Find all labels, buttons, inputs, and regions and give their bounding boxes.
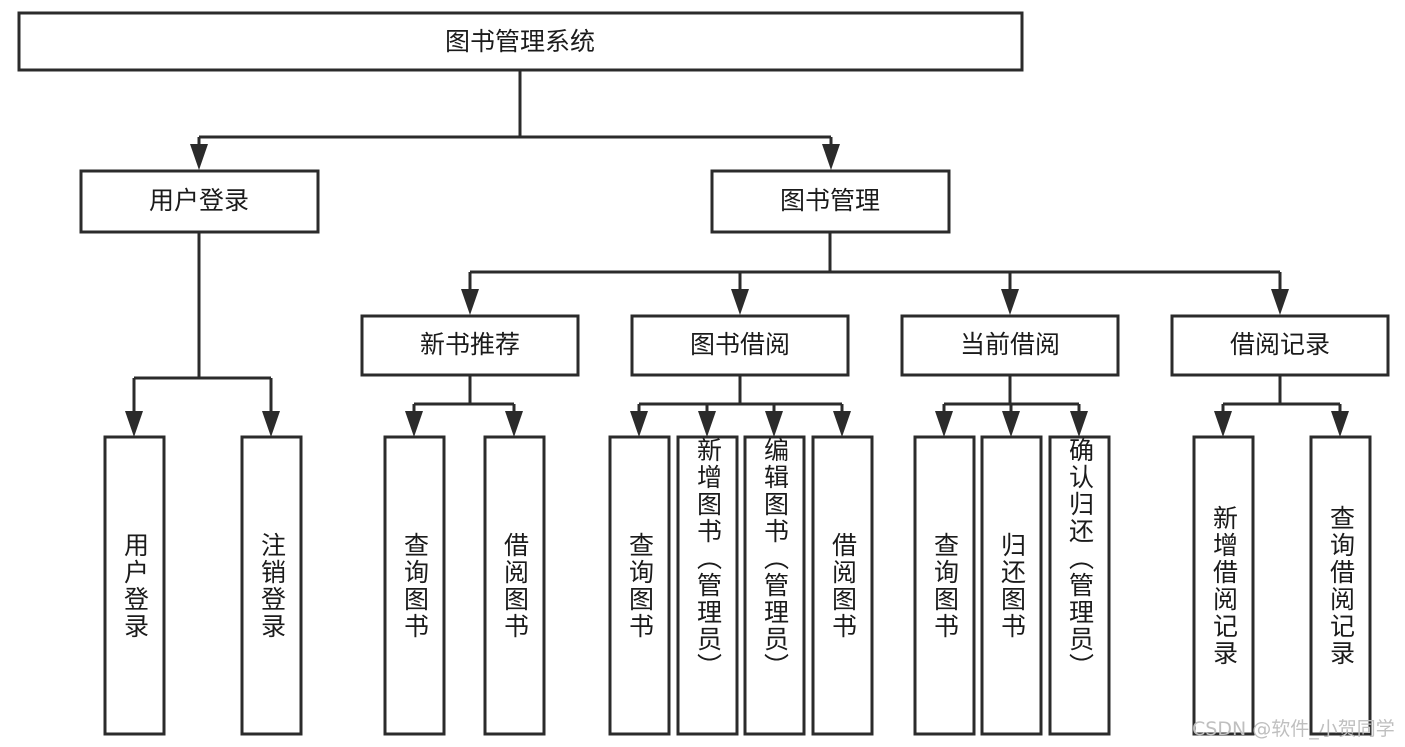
connector-root-to-level1	[190, 70, 840, 170]
new-book-recommend-label: 新书推荐	[420, 330, 520, 359]
root-label: 图书管理系统	[445, 27, 595, 56]
current-borrow-box	[900, 314, 1120, 377]
arrow-head-icon	[1001, 289, 1019, 315]
watermark-text: CSDN @软件_小贺同学	[1192, 718, 1395, 740]
leaf-box-query-record[interactable]	[1309, 435, 1372, 736]
arrow-head-icon	[1331, 411, 1349, 437]
leaf-box-user-login[interactable]	[103, 435, 166, 736]
leaf-box-add-record[interactable]	[1192, 435, 1255, 736]
arrow-head-icon	[822, 144, 840, 170]
connector-new-book-recommend-to-leaves	[405, 375, 523, 437]
user-login-label: 用户登录	[149, 186, 249, 215]
leaf-box-return-book[interactable]	[980, 435, 1043, 736]
node-borrow-record[interactable]: 借阅记录	[1170, 314, 1390, 377]
node-book-management[interactable]: 图书管理	[710, 169, 951, 234]
arrow-head-icon	[698, 411, 716, 437]
arrow-head-icon	[190, 144, 208, 170]
connector-book-management-to-level2	[461, 232, 1289, 315]
leaf-box-query-book-1[interactable]	[383, 435, 446, 736]
arrow-head-icon	[731, 289, 749, 315]
connector-user-login-to-leaves	[125, 232, 280, 437]
borrow-record-label: 借阅记录	[1230, 330, 1330, 359]
arrow-head-icon	[1002, 411, 1020, 437]
node-book-borrow[interactable]: 图书借阅	[630, 314, 850, 377]
arrow-head-icon	[833, 411, 851, 437]
arrow-head-icon	[505, 411, 523, 437]
current-borrow-label: 当前借阅	[960, 330, 1060, 359]
root-box	[17, 11, 1024, 72]
arrow-head-icon	[935, 411, 953, 437]
node-root[interactable]: 图书管理系统	[17, 11, 1024, 72]
arrow-head-icon	[1271, 289, 1289, 315]
arrow-head-icon	[262, 411, 280, 437]
arrow-head-icon	[405, 411, 423, 437]
leaf-box-confirm-return[interactable]	[1048, 435, 1111, 736]
leaf-box-query-book-2[interactable]	[608, 435, 671, 736]
arrow-head-icon	[461, 289, 479, 315]
arrow-head-icon	[765, 411, 783, 437]
user-login-box	[79, 169, 320, 234]
new-book-recommend-box	[360, 314, 580, 377]
leaf-box-borrow-book-2[interactable]	[811, 435, 874, 736]
leaf-box-add-book[interactable]	[676, 435, 739, 736]
leaf-box-borrow-book-1[interactable]	[483, 435, 546, 736]
connector-borrow-record-to-leaves	[1214, 375, 1349, 437]
connector-current-borrow-to-leaves	[935, 375, 1088, 437]
node-current-borrow[interactable]: 当前借阅	[900, 314, 1120, 377]
leaf-box-logout-login[interactable]	[240, 435, 303, 736]
node-user-login[interactable]: 用户登录	[79, 169, 320, 234]
arrow-head-icon	[125, 411, 143, 437]
book-management-label: 图书管理	[780, 186, 880, 215]
arrow-head-icon	[1070, 411, 1088, 437]
arrow-head-icon	[630, 411, 648, 437]
arrow-head-icon	[1214, 411, 1232, 437]
node-new-book-recommend[interactable]: 新书推荐	[360, 314, 580, 377]
connector-book-borrow-to-leaves	[630, 375, 851, 437]
book-borrow-label: 图书借阅	[690, 330, 790, 359]
leaf-box-edit-book[interactable]	[743, 435, 806, 736]
leaf-box-query-book-3[interactable]	[913, 435, 976, 736]
